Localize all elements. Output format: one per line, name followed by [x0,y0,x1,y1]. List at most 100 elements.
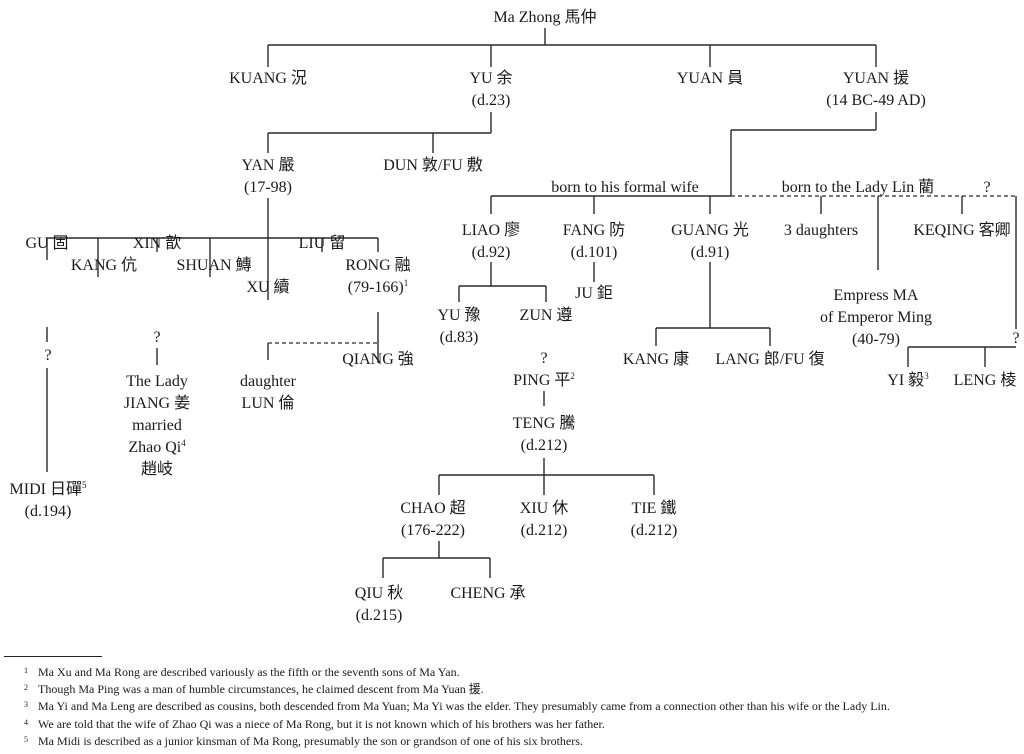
person-ping: PING 平2 [513,371,575,389]
person-qiang: QIANG 強 [342,350,414,368]
branch-labels: born to his formal wife born to the Lady … [44,178,1019,367]
person-name-line: CHENG 承 [450,584,525,602]
person-name-line: XIN 歆 [133,234,181,252]
person-yu-b: YU 豫(d.83) [437,306,480,346]
person-name-line: LANG 郎/FU 復 [715,350,824,368]
person-name-line: PING 平2 [513,371,575,389]
person-name-line: XU 續 [246,278,289,296]
person-name-line: Ma Zhong 馬仲 [493,8,596,26]
person-name-line: DUN 敦/FU 敷 [383,155,483,174]
unknown-mark: ? [983,179,990,196]
person-name-line: (d.212) [521,522,568,539]
person-fang: FANG 防(d.101) [563,221,625,261]
person-name-line: (14 BC-49 AD) [826,92,926,109]
label-lady-lin: born to the Lady Lin 藺 [782,178,934,196]
person-qiu: QIU 秋(d.215) [355,584,403,624]
person-gu: GU 固 [25,235,68,252]
person-chao: CHAO 超(176-222) [400,499,465,539]
person-name-line: of Emperor Ming [820,309,932,326]
footnote-ref: 2 [570,371,575,381]
person-name-line: YI 毅3 [887,371,929,389]
footnote-rule [4,656,102,657]
footnote-number: 5 [24,734,28,744]
person-guang: GUANG 光 (d.91) [671,221,749,261]
person-name-line: (d.23) [472,92,511,109]
person-yuan-b: YUAN 員 [677,70,743,87]
connector-guang-sons [655,262,771,346]
person-name-line: SHUAN 鱄 [176,256,251,274]
person-name-line: TIE 鐵 [632,498,677,517]
unknown-mark: ? [1012,330,1019,347]
footnote-text: We are told that the wife of Zhao Qi was… [38,716,605,731]
connector-liao-sons [458,262,547,302]
person-yuan-c: YUAN 援(14 BC-49 AD) [826,69,926,109]
person-name-line: (d.212) [521,437,568,454]
person-xiu: XIU 休 (d.212) [520,499,568,539]
label-formal-wife: born to his formal wife [551,179,699,196]
footnote-text: Ma Yi and Ma Leng are described as cousi… [38,699,890,714]
person-zun: ZUN 遵 [520,305,573,324]
person-name-line: XIU 休 [520,499,568,517]
person-name-line: daughter [240,373,297,390]
person-shuan: SHUAN 鱄 [176,256,251,274]
person-name-line: 趙岐 [141,460,173,478]
person-name-line: JIANG 姜 [124,394,190,412]
person-keqing: KEQING 客卿 [913,221,1010,239]
person-cheng: CHENG 承 [450,584,525,602]
person-kuang: KUANG 況 [229,69,307,87]
person-name-line: Empress MA [834,287,919,304]
person-name-line: LUN 倫 [242,394,295,412]
person-dun: DUN 敦/FU 敷 [383,155,483,174]
person-name-line: (d.92) [472,244,511,261]
person-name-line: CHAO 超 [400,499,465,517]
person-name-line: TENG 騰 [513,414,576,432]
person-tie: TIE 鐵(d.212) [631,498,678,539]
footnote-text: Ma Midi is described as a junior kinsman… [38,733,583,748]
person-name-line: (17-98) [244,179,292,196]
person-name-line: QIANG 強 [342,350,414,368]
person-name-line: KUANG 況 [229,69,307,87]
person-name-line: YU 余 [469,68,512,87]
person-name-line: ZUN 遵 [520,305,573,324]
person-name-line: KANG 康 [623,350,689,368]
person-name-line: GUANG 光 [671,221,749,239]
connector-ma-zhong-sons [267,28,877,67]
unknown-mark: ? [44,347,51,364]
footnote-text: Ma Xu and Ma Rong are described variousl… [38,665,460,679]
person-midi: MIDI 日磾5 (d.194) [10,480,87,520]
footnote-text: Though Ma Ping was a man of humble circu… [38,682,484,697]
person-name-line: Zhao Qi4 [128,438,186,456]
person-name-line: GU 固 [25,235,68,252]
connector-lines [46,28,1017,578]
person-ma-zhong: Ma Zhong 馬仲 [493,8,596,26]
person-name-line: RONG 融 [345,256,410,274]
person-lang: LANG 郎/FU 復 [715,350,824,368]
person-name-line: (d.91) [691,244,730,261]
footnote-number: 3 [24,700,28,710]
person-name-line: The Lady [126,373,188,390]
person-daughters3: 3 daughters [784,222,858,239]
footnote-ref: 1 [404,278,409,288]
footnote-ref: 3 [924,371,929,381]
person-name-line: LENG 棱 [954,371,1017,389]
person-name-line: (d.194) [25,503,72,520]
unknown-mark: ? [153,329,160,346]
person-ju: JU 鉅 [575,284,613,302]
person-name-line: (79-166)1 [348,278,408,296]
connector-formal-wife-sons [490,195,731,214]
person-yu-a: YU 余 (d.23) [469,68,512,109]
person-teng: TENG 騰 (d.212) [513,414,576,454]
person-xin: XIN 歆 [133,234,181,252]
person-name-line: MIDI 日磾5 [10,480,87,498]
person-liu: LIU 留 [299,234,346,252]
connector-yan-sons [46,198,379,300]
person-kang-g: KANG 康 [623,350,689,368]
connector-yu-sons [267,112,492,153]
connector-lady-lin-children [820,196,1017,329]
person-name-line: LIAO 廖 [462,220,520,239]
